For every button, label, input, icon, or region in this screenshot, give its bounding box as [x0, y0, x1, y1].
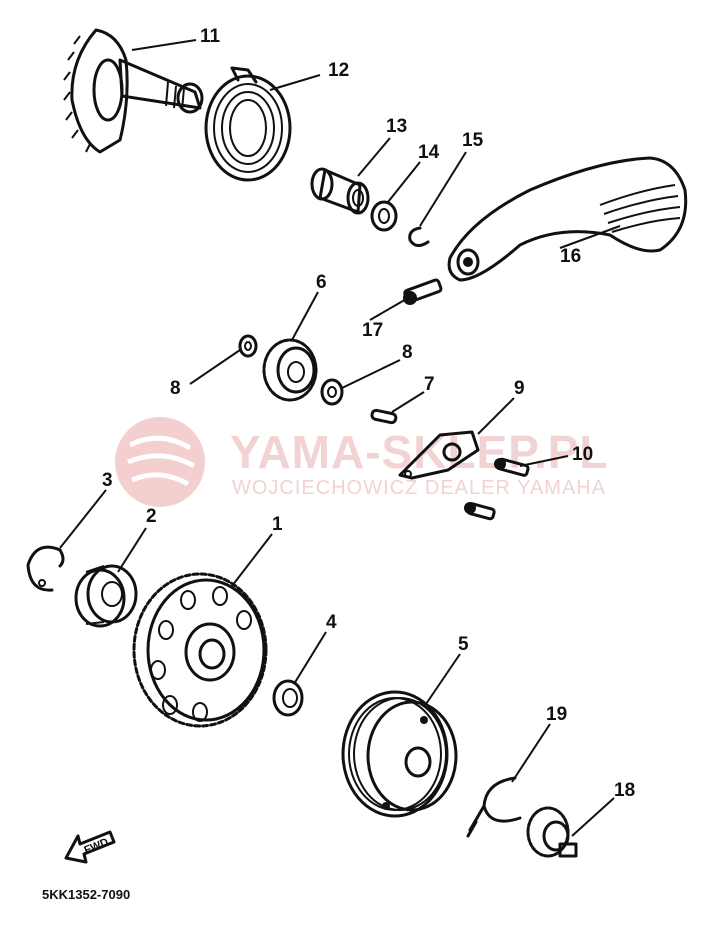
circlip-part-3[interactable] — [26, 545, 65, 592]
callout-5: 5 — [458, 634, 469, 655]
callout-13: 13 — [386, 116, 407, 137]
callout-1: 1 — [272, 514, 283, 535]
callout-9: 9 — [514, 378, 525, 399]
forward-direction-marker: FWD — [64, 830, 116, 864]
circlip-part-15[interactable] — [408, 226, 430, 247]
watermark-dealer: WOJCIECHOWICZ DEALER YAMAHA — [232, 477, 606, 499]
callout-19: 19 — [546, 704, 567, 725]
callout-16: 16 — [560, 246, 581, 267]
callout-4: 4 — [326, 612, 337, 633]
callout-8-right: 8 — [402, 342, 413, 363]
watermark-brand: YAMA-SKLEP.PL — [230, 426, 609, 478]
oil-seal-part-4[interactable] — [272, 679, 304, 717]
callout-8-left: 8 — [170, 378, 181, 399]
clip-gear-part[interactable] — [526, 806, 578, 858]
stopper-plate-part[interactable] — [398, 430, 480, 480]
callout-11: 11 — [200, 26, 221, 47]
callout-10: 10 — [572, 444, 593, 465]
callout-12: 12 — [328, 60, 349, 81]
callout-15: 15 — [462, 130, 484, 151]
spring-guide-part[interactable] — [310, 167, 370, 215]
callout-3: 3 — [102, 470, 113, 491]
washer-part-14[interactable] — [370, 200, 398, 232]
callout-2: 2 — [146, 506, 157, 527]
callout-6: 6 — [316, 272, 327, 293]
callout-7: 7 — [424, 374, 435, 395]
torsion-spring-part[interactable] — [204, 66, 292, 182]
callout-17: 17 — [362, 320, 383, 341]
callout-18: 18 — [614, 780, 635, 801]
diagram-code: 5KK1352-7090 — [42, 887, 130, 902]
kick-axle-part[interactable] — [63, 28, 204, 154]
kick-crank-part[interactable] — [447, 156, 688, 282]
pulley-hub-part[interactable] — [341, 690, 458, 818]
washer-part-8a[interactable] — [238, 334, 258, 358]
fwd-label: FWD — [83, 836, 111, 857]
washer-part-8b[interactable] — [320, 378, 344, 406]
bolt-loose[interactable] — [464, 502, 496, 521]
bearing-part-2[interactable] — [74, 564, 138, 628]
sprocket-disc-part[interactable] — [132, 572, 268, 728]
leader-lines — [59, 39, 621, 837]
callout-labels: 11 12 13 14 15 16 6 17 8 8 7 9 10 3 2 1 … — [102, 26, 635, 801]
pin-part-7[interactable] — [370, 408, 398, 425]
callout-14: 14 — [418, 142, 440, 163]
bolt-part-10[interactable] — [494, 457, 530, 477]
spring-clip-part[interactable] — [466, 776, 522, 838]
small-gear-part[interactable] — [262, 338, 318, 402]
watermark: YAMA-SKLEP.PL WOJCIECHOWICZ DEALER YAMAH… — [115, 417, 609, 507]
bolt-part-17[interactable] — [403, 278, 443, 305]
watermark-logo — [115, 417, 205, 507]
